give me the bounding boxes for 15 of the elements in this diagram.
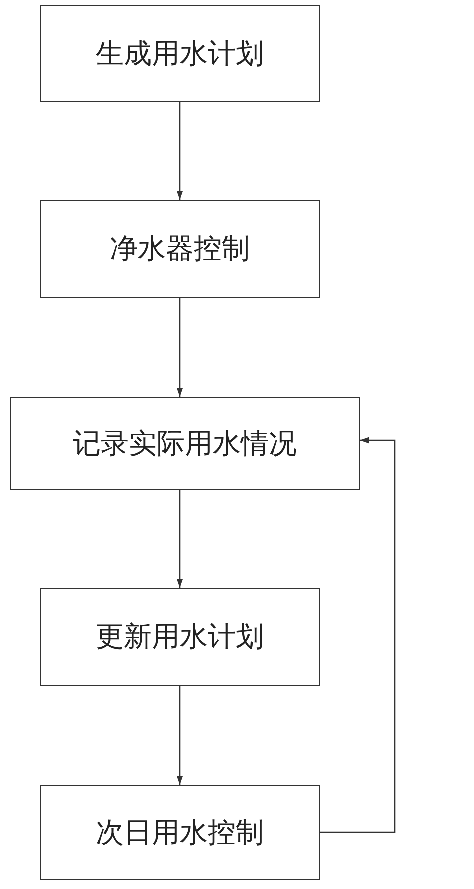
process-box [40,785,320,880]
box-label: 净水器控制 [110,231,250,267]
process-box [40,5,320,102]
arrow [320,437,396,834]
box-label: 记录实际用水情况 [73,426,297,462]
box-label: 更新用水计划 [96,619,264,655]
box-label: 次日用水控制 [96,814,264,850]
process-box [10,397,360,490]
arrow [176,490,184,588]
box-label: 生成用水计划 [96,36,264,72]
process-box [40,588,320,686]
process-box [40,200,320,298]
arrow [176,298,184,397]
arrow [176,686,184,785]
arrow [176,102,184,200]
